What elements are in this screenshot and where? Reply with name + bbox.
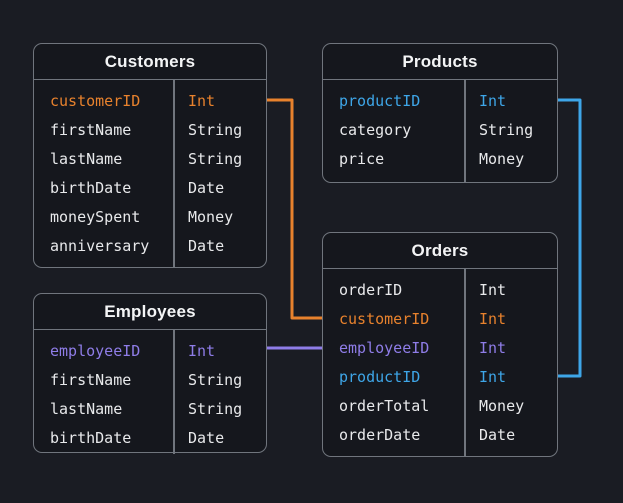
table-row: firstName String <box>34 115 266 144</box>
field-type: Date <box>188 236 225 255</box>
field-name: productID <box>339 367 421 386</box>
field-type: Int <box>479 91 507 110</box>
column-divider <box>464 269 466 456</box>
table-row: customerID Int <box>323 304 557 333</box>
table-row: birthDate Date <box>34 423 266 452</box>
field-type: Date <box>188 428 225 447</box>
table-row: productID Int <box>323 362 557 391</box>
table-row: employeeID Int <box>34 336 266 365</box>
table-row: lastName String <box>34 144 266 173</box>
table-row: orderTotal Money <box>323 391 557 420</box>
table-title: Customers <box>34 44 266 80</box>
field-type: String <box>479 120 534 139</box>
field-name: customerID <box>339 309 430 328</box>
field-type: Date <box>479 425 516 444</box>
table-body: orderID Int customerID Int employeeID In… <box>323 269 557 456</box>
table-row: anniversary Date <box>34 231 266 260</box>
table-body: productID Int category String price Mone… <box>323 80 557 182</box>
field-type: Int <box>479 367 507 386</box>
field-name: price <box>339 149 385 168</box>
column-divider <box>464 80 466 182</box>
relation-line-products-orders <box>556 98 582 378</box>
field-name: customerID <box>50 91 141 110</box>
table-title: Orders <box>323 233 557 269</box>
field-type: Money <box>188 207 234 226</box>
table-body: employeeID Int firstName String lastName… <box>34 330 266 454</box>
table-row: price Money <box>323 144 557 173</box>
field-type: String <box>188 399 243 418</box>
field-name: firstName <box>50 120 132 139</box>
field-type: String <box>188 370 243 389</box>
field-type: Int <box>188 91 216 110</box>
field-type: Int <box>479 309 507 328</box>
table-row: employeeID Int <box>323 333 557 362</box>
field-name: employeeID <box>50 341 141 360</box>
field-type: Money <box>479 396 525 415</box>
table-row: orderID Int <box>323 275 557 304</box>
field-type: Int <box>188 341 216 360</box>
field-type: Int <box>479 280 507 299</box>
table-title: Products <box>323 44 557 80</box>
field-name: firstName <box>50 370 132 389</box>
field-name: orderTotal <box>339 396 430 415</box>
field-name: orderDate <box>339 425 421 444</box>
field-type: Date <box>188 178 225 197</box>
column-divider <box>173 330 175 454</box>
table-employees: Employees employeeID Int firstName Strin… <box>33 293 267 454</box>
table-products: Products productID Int category String p… <box>322 43 558 183</box>
table-body: customerID Int firstName String lastName… <box>34 80 266 267</box>
field-type: String <box>188 120 243 139</box>
field-name: lastName <box>50 399 123 418</box>
field-name: moneySpent <box>50 207 141 226</box>
field-type: Money <box>479 149 525 168</box>
field-name: productID <box>339 91 421 110</box>
column-divider <box>173 80 175 267</box>
field-type: Int <box>479 338 507 357</box>
field-name: birthDate <box>50 178 132 197</box>
table-row: lastName String <box>34 394 266 423</box>
relation-line-customers-orders <box>265 98 324 320</box>
table-row: moneySpent Money <box>34 202 266 231</box>
table-customers: Customers customerID Int firstName Strin… <box>33 43 267 268</box>
table-title: Employees <box>34 294 266 330</box>
table-orders: Orders orderID Int customerID Int employ… <box>322 232 558 457</box>
table-row: productID Int <box>323 86 557 115</box>
table-row: birthDate Date <box>34 173 266 202</box>
field-name: orderID <box>339 280 403 299</box>
field-name: lastName <box>50 149 123 168</box>
table-row: firstName String <box>34 365 266 394</box>
field-name: anniversary <box>50 236 150 255</box>
field-name: employeeID <box>339 338 430 357</box>
table-row: category String <box>323 115 557 144</box>
table-row: customerID Int <box>34 86 266 115</box>
field-type: String <box>188 149 243 168</box>
field-name: category <box>339 120 412 139</box>
table-row: orderDate Date <box>323 420 557 449</box>
field-name: birthDate <box>50 428 132 447</box>
